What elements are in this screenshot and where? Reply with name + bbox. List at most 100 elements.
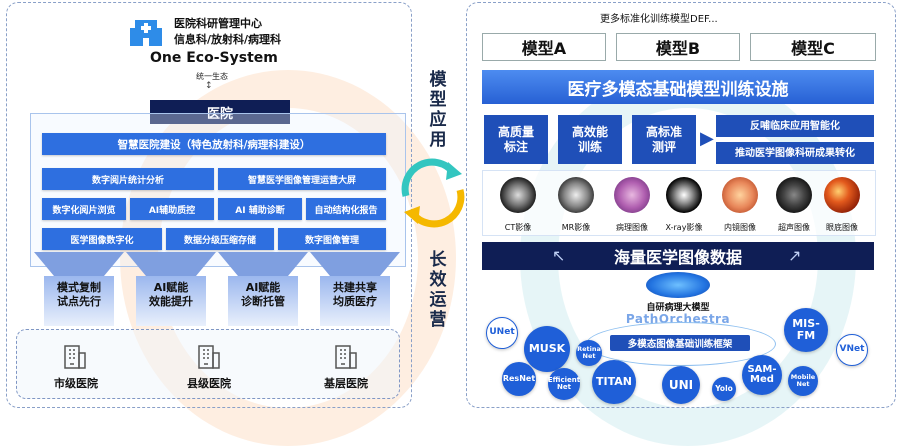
massive-data-label: 海量医学图像数据 [613, 248, 742, 267]
pillar-2-label: AI赋能 效能提升 [149, 281, 193, 308]
fundus-image-icon [824, 177, 860, 213]
hospital-bar: 医院 [150, 100, 290, 124]
endoscope-label: 内镜图像 [724, 223, 756, 232]
tile-label: 高质量 标注 [497, 124, 534, 154]
grid-cell-1-2: 智慧医学图像管理运营大屏 [218, 168, 386, 190]
hospital-building-icon [129, 14, 163, 48]
bubble-label: MUSK [528, 342, 566, 356]
bubble-label: UNI [668, 377, 694, 392]
mr-image-icon [558, 177, 594, 213]
bubble-label: UNet [489, 327, 515, 338]
bubble-mobilenet: Mobile Net [788, 366, 818, 396]
pillar-1-label: 模式复制 试点先行 [57, 281, 101, 308]
pillar-3-label: AI赋能 诊断托管 [241, 281, 285, 308]
bubble-efficientnet: Efficient Net [548, 368, 580, 400]
bubble-label: Retina Net [577, 345, 601, 360]
tile-label: 高效能 训练 [571, 124, 608, 154]
city-hospital-icon [64, 345, 86, 369]
grid-cell-2-3: AI 辅助诊断 [218, 198, 302, 220]
grid-cell-label: 数字图像管理 [304, 235, 359, 246]
feedback-label: 推动医学图像科研成果转化 [735, 147, 855, 159]
grid-cell-label: 智慧医学图像管理运营大屏 [247, 175, 356, 186]
feedback-clinical: 反哺临床应用智能化 [716, 115, 874, 137]
hospital-label: 医院 [206, 106, 233, 122]
right-panel [466, 2, 896, 408]
county-hospital-label: 县级医院 [187, 377, 231, 390]
grid-cell-3-2: 数据分级压缩存储 [166, 228, 274, 250]
primary-hospital-icon [335, 345, 357, 369]
grid-cell-label: 数字阅片统计分析 [91, 175, 164, 186]
pathology-label: 病理图像 [616, 223, 648, 232]
massive-data-bar: 海量医学图像数据 [482, 242, 874, 270]
pillar-funnel [34, 252, 400, 326]
grid-cell-3-1: 医学图像数字化 [42, 228, 162, 250]
feedback-label: 反哺临床应用智能化 [750, 120, 840, 132]
more-models-label: 更多标准化训练模型DEF... [600, 14, 718, 25]
bubble-label: MIS- FM [792, 317, 820, 342]
pathology-image-icon [614, 177, 650, 213]
model-b-box: 模型B [616, 33, 740, 61]
model-a-box: 模型A [482, 33, 606, 61]
grid-cell-2-4: 自动结构化报告 [306, 198, 386, 220]
header-line-2: 信息科/放射科/病理科 [174, 33, 282, 46]
bubble-mis-fm: MIS- FM [784, 308, 828, 352]
model-a-label: 模型A [521, 39, 567, 58]
ecosystem-title: One Eco-System [150, 50, 278, 66]
up-arrow-right-icon: ↗ [788, 246, 802, 265]
brain-title: 自研病理大模型 [646, 303, 710, 313]
ct-image-icon [500, 177, 536, 213]
endoscope-image-icon [722, 177, 758, 213]
header-line-1: 医院科研管理中心 [174, 17, 262, 30]
cycle-arrows-icon [401, 158, 465, 228]
facility-bar: 医疗多模态基础模型训练设施 [482, 70, 874, 104]
bubble-musk: MUSK [524, 326, 570, 372]
smart-hospital-bar: 智慧医院建设（特色放射科/病理科建设） [42, 133, 386, 155]
grid-cell-label: 自动结构化报告 [314, 205, 378, 216]
tile-training: 高效能 训练 [558, 115, 622, 164]
county-hospital-icon [198, 345, 220, 369]
facility-label: 医疗多模态基础模型训练设施 [567, 79, 789, 100]
mr-label: MR影像 [561, 223, 591, 232]
bubble-label: TITAN [596, 375, 632, 389]
bubble-sam-med: SAM- Med [742, 355, 782, 395]
feedback-research: 推动医学图像科研成果转化 [716, 142, 874, 164]
pillar-4-label: 共建共享 均质医疗 [333, 281, 377, 308]
up-arrow-left-icon: ↖ [552, 246, 566, 265]
grid-cell-1-1: 数字阅片统计分析 [42, 168, 214, 190]
model-application-label: 模型应用 [429, 70, 447, 150]
unified-ecosystem-label: 统一生态 [196, 72, 228, 81]
ultrasound-label: 超声图像 [778, 223, 810, 232]
fundus-label: 眼底图像 [826, 223, 858, 232]
tile-annotation: 高质量 标注 [484, 115, 548, 164]
up-down-arrow-icon: ↕ [205, 81, 213, 91]
model-c-label: 模型C [791, 39, 835, 58]
bubble-resnet: ResNet [502, 362, 536, 396]
model-c-box: 模型C [750, 33, 876, 61]
bubble-label: VNet [839, 344, 865, 355]
ct-label: CT影像 [504, 223, 532, 232]
long-term-operation-label: 长效运营 [429, 250, 447, 330]
bubble-retinanet: Retina Net [576, 340, 602, 366]
bubble-label: Yolo [715, 384, 733, 394]
city-hospital-label: 市级医院 [54, 377, 98, 390]
model-b-label: 模型B [655, 39, 701, 58]
left-panel [6, 2, 412, 408]
primary-hospital-label: 基层医院 [324, 377, 368, 390]
bubble-label: SAM- Med [747, 363, 777, 385]
xray-image-icon [666, 177, 702, 213]
smart-hospital-label: 智慧医院建设（特色放射科/病理科建设） [117, 138, 311, 151]
bubble-vnet: VNet [836, 334, 868, 366]
grid-cell-2-1: 数字化阅片浏览 [42, 198, 126, 220]
tile-evaluation: 高标准 测评 [632, 115, 696, 164]
bubble-label: Efficient Net [547, 375, 581, 391]
bubble-label: ResNet [502, 373, 536, 383]
grid-cell-2-2: AI辅助质控 [130, 198, 214, 220]
grid-cell-label: 数据分级压缩存储 [183, 235, 256, 246]
grid-cell-label: 数字化阅片浏览 [52, 205, 116, 216]
bubble-uni: UNI [662, 366, 700, 404]
xray-label: X-ray影像 [665, 223, 703, 232]
tile-arrow-icon: ▶ [700, 128, 714, 149]
bubble-unet: UNet [486, 317, 518, 349]
brain-icon [646, 272, 710, 298]
bubble-titan: TITAN [592, 360, 636, 404]
